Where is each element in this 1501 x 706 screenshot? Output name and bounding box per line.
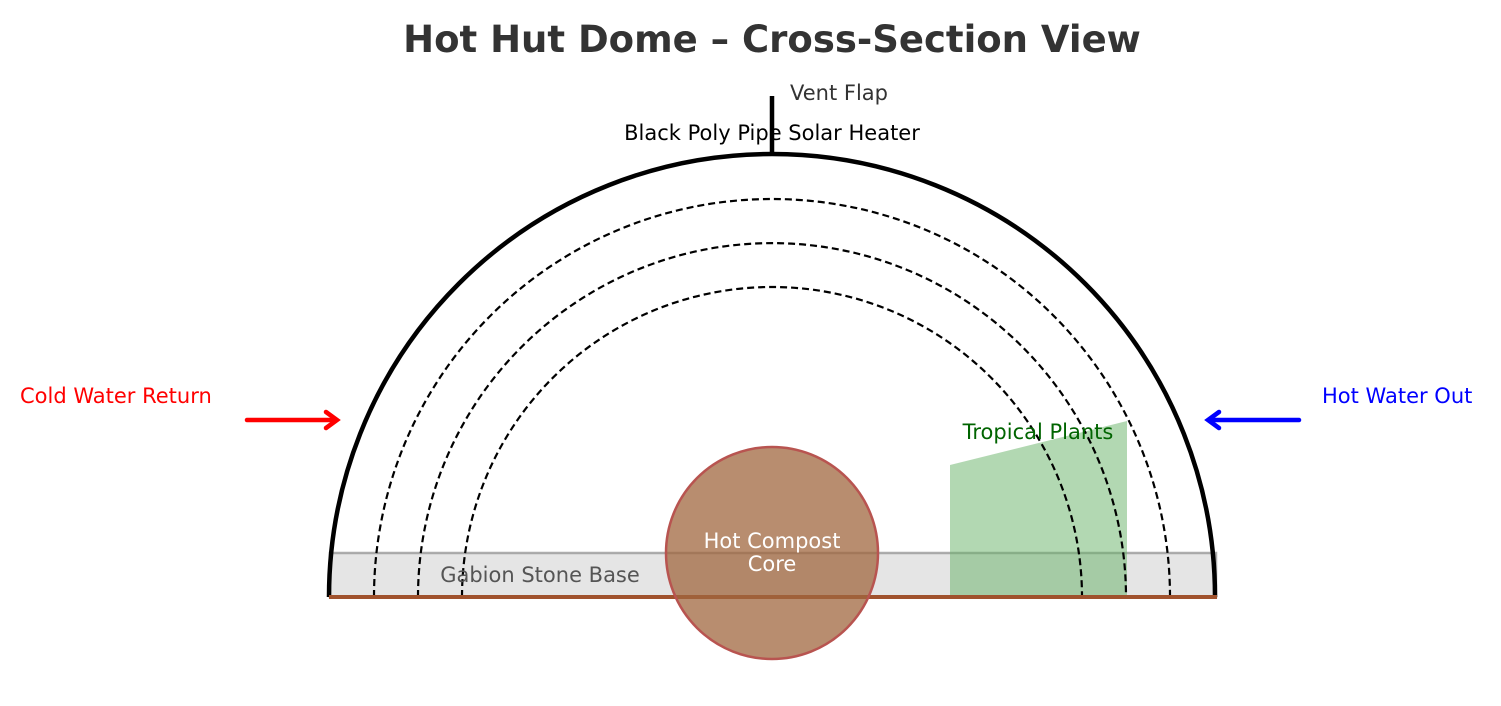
diagram-title: Hot Hut Dome – Cross-Section View — [403, 18, 1141, 61]
vent-flap-label: Vent Flap — [790, 81, 888, 105]
tropical-plants-label: Tropical Plants — [962, 420, 1114, 444]
solar-pipe-arc-3 — [460, 285, 1084, 598]
solar-pipe-arc-2 — [416, 241, 1128, 598]
cold-water-arrow — [244, 409, 341, 431]
hot-water-label: Hot Water Out — [1322, 384, 1472, 408]
tropical-plants-area — [950, 421, 1127, 597]
compost-label-line2: Core — [748, 552, 797, 576]
compost-label-line1: Hot Compost — [704, 529, 841, 553]
hot-compost-core — [664, 445, 880, 661]
hot-water-arrow — [1204, 409, 1302, 431]
solar-heater-label: Black Poly Pipe Solar Heater — [624, 121, 920, 145]
cold-water-label: Cold Water Return — [20, 384, 212, 408]
gabion-base-label: Gabion Stone Base — [440, 563, 640, 587]
